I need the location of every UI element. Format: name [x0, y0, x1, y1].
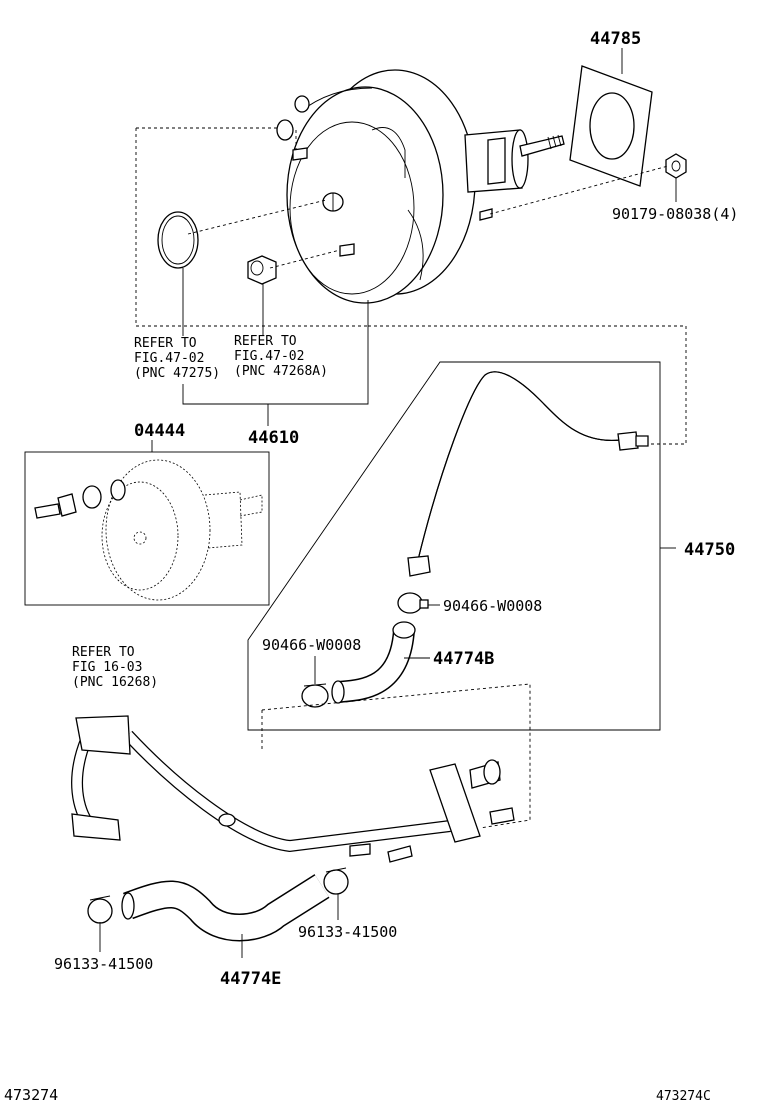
- label-44774b: 44774B: [433, 649, 494, 669]
- vacuum-tube-lower[interactable]: [71, 715, 515, 863]
- kit-04444-box: [24, 451, 270, 606]
- clamp-96133-right[interactable]: [323, 867, 349, 895]
- label-ref-a-line2: FIG.47-02: [134, 351, 204, 366]
- brake-booster[interactable]: [276, 69, 565, 304]
- label-44774e: 44774E: [220, 969, 281, 989]
- clip-90466-upper[interactable]: [397, 592, 429, 614]
- kit-valve[interactable]: [34, 479, 126, 519]
- hose-44774b[interactable]: [331, 621, 416, 704]
- vacuum-pipe[interactable]: [407, 371, 649, 577]
- label-ref-b-line1: REFER TO: [234, 334, 297, 349]
- label-44785: 44785: [590, 29, 641, 49]
- clip-90466-lower[interactable]: [301, 683, 329, 708]
- label-ref-c-line2: FIG 16-03: [72, 660, 142, 675]
- label-04444: 04444: [134, 421, 185, 441]
- footer-left-code: 473274: [4, 1086, 58, 1104]
- label-ref-a-line1: REFER TO: [134, 336, 197, 351]
- label-44750: 44750: [684, 540, 735, 560]
- hose-44774e[interactable]: [121, 874, 330, 942]
- footer-right-code: 473274C: [656, 1089, 711, 1104]
- mount-nut[interactable]: [247, 255, 277, 285]
- hose-assy-frame: [247, 361, 661, 731]
- o-ring[interactable]: [157, 211, 199, 269]
- nut-90179[interactable]: [665, 153, 687, 179]
- gasket-44785[interactable]: [569, 65, 653, 187]
- label-ref-c-line3: (PNC 16268): [72, 675, 158, 690]
- label-96133-left: 96133-41500: [54, 955, 153, 973]
- label-90466-upper: 90466-W0008: [443, 597, 542, 615]
- label-96133-right: 96133-41500: [298, 923, 397, 941]
- label-ref-b-line2: FIG.47-02: [234, 349, 304, 364]
- clamp-96133-left[interactable]: [87, 895, 113, 924]
- label-44610: 44610: [248, 428, 299, 448]
- label-90179: 90179-08038(4): [612, 205, 738, 223]
- kit-04444-ghost-booster: [101, 459, 263, 601]
- label-ref-b-line3: (PNC 47268A): [234, 364, 328, 379]
- label-ref-a-line3: (PNC 47275): [134, 366, 220, 381]
- label-90466-lower: 90466-W0008: [262, 636, 361, 654]
- label-ref-c-line1: REFER TO: [72, 645, 135, 660]
